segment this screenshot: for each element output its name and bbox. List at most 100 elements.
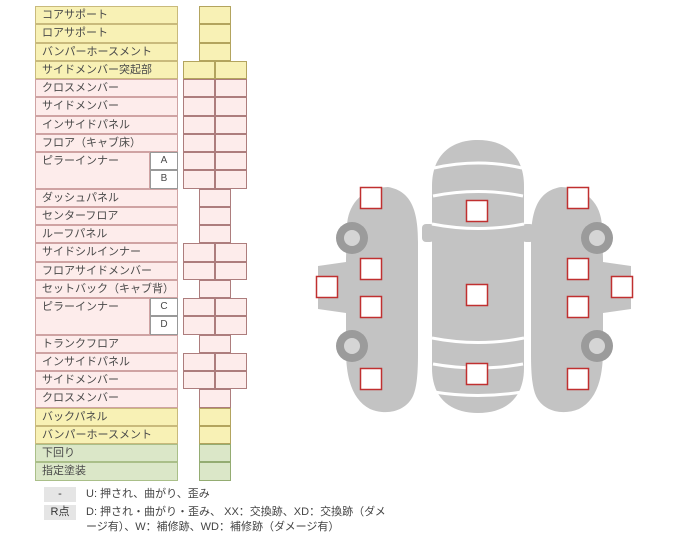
- check-cell-strip: [183, 389, 247, 408]
- part-label: コアサポート: [35, 6, 178, 25]
- check-cell[interactable]: [199, 462, 231, 481]
- legend-badge-rpoint: R点: [44, 505, 76, 520]
- legend: - U: 押され、曲がり、歪み R点 D: 押され・曲がり・歪み、 XX：交換跡…: [44, 487, 386, 535]
- sub-label: A: [150, 152, 178, 171]
- check-cell[interactable]: [199, 24, 231, 43]
- check-cell-strip: [183, 371, 247, 390]
- damage-marker[interactable]: [465, 199, 489, 223]
- damage-marker[interactable]: [359, 295, 383, 319]
- table-row: サイドメンバー突起部: [35, 60, 247, 79]
- check-cell[interactable]: [199, 42, 231, 61]
- check-cell[interactable]: [199, 279, 231, 298]
- table-row: ダッシュパネル: [35, 188, 247, 207]
- damage-marker[interactable]: [315, 275, 339, 299]
- damage-marker[interactable]: [359, 257, 383, 281]
- part-label: ルーフパネル: [35, 225, 178, 244]
- part-label: インサイドパネル: [35, 352, 178, 371]
- check-cell[interactable]: [215, 60, 247, 79]
- table-row: サイドメンバー: [35, 97, 247, 116]
- damage-marker[interactable]: [359, 186, 383, 210]
- table-row: インサイドパネル: [35, 352, 247, 371]
- check-cell[interactable]: [215, 133, 247, 152]
- sub-row: A: [150, 152, 247, 171]
- check-cell-strip: [183, 24, 247, 43]
- damage-marker[interactable]: [566, 295, 590, 319]
- check-cell-strip: [183, 6, 247, 25]
- check-cell[interactable]: [215, 152, 247, 171]
- check-cell-strip: [183, 206, 247, 225]
- damage-marker[interactable]: [566, 186, 590, 210]
- check-cell[interactable]: [183, 60, 215, 79]
- check-cell[interactable]: [183, 243, 215, 262]
- table-row: バンパーホースメント: [35, 42, 247, 61]
- part-label: ロアサポート: [35, 24, 178, 43]
- damage-marker[interactable]: [359, 367, 383, 391]
- check-cell[interactable]: [199, 425, 231, 444]
- check-cell[interactable]: [183, 316, 215, 335]
- part-label: バンパーホースメント: [35, 42, 178, 61]
- check-cell-strip: [183, 243, 247, 262]
- check-cell[interactable]: [183, 371, 215, 390]
- check-cell[interactable]: [215, 316, 247, 335]
- check-cell-strip: [183, 60, 247, 79]
- wheel-hub-icon: [344, 230, 360, 246]
- check-cell[interactable]: [183, 97, 215, 116]
- table-row: ロアサポート: [35, 24, 247, 43]
- check-cell[interactable]: [183, 133, 215, 152]
- sub-label: D: [150, 316, 178, 335]
- part-label: サイドメンバー突起部: [35, 60, 178, 79]
- part-label: インサイドパネル: [35, 115, 178, 134]
- check-cell[interactable]: [183, 79, 215, 98]
- part-label: サイドメンバー: [35, 371, 178, 390]
- check-cell[interactable]: [199, 6, 231, 25]
- check-cell[interactable]: [199, 407, 231, 426]
- check-cell[interactable]: [183, 170, 215, 189]
- damage-marker[interactable]: [566, 367, 590, 391]
- table-row: サイドメンバー: [35, 371, 247, 390]
- check-cell[interactable]: [215, 261, 247, 280]
- top-view-car: [422, 140, 534, 413]
- check-cell[interactable]: [215, 243, 247, 262]
- check-cell[interactable]: [183, 115, 215, 134]
- check-cell[interactable]: [183, 298, 215, 317]
- damage-markers: [315, 186, 634, 391]
- table-row: 指定塗装: [35, 462, 247, 481]
- check-cell[interactable]: [199, 225, 231, 244]
- check-cell[interactable]: [199, 334, 231, 353]
- check-cell[interactable]: [183, 261, 215, 280]
- check-cell[interactable]: [215, 371, 247, 390]
- damage-marker[interactable]: [566, 257, 590, 281]
- check-cell-strip: [183, 261, 247, 280]
- part-label: クロスメンバー: [35, 389, 178, 408]
- table-row: インサイドパネル: [35, 115, 247, 134]
- damage-marker[interactable]: [465, 362, 489, 386]
- legend-row: R点 D: 押され・曲がり・歪み、 XX：交換跡、XD：交換跡（ダメージ有）、W…: [44, 505, 386, 535]
- table-row: クロスメンバー: [35, 79, 247, 98]
- part-label: 指定塗装: [35, 462, 178, 481]
- check-cell[interactable]: [215, 79, 247, 98]
- part-label: サイドシルインナー: [35, 243, 178, 262]
- check-cell[interactable]: [215, 115, 247, 134]
- check-cell[interactable]: [215, 170, 247, 189]
- check-cell[interactable]: [183, 152, 215, 171]
- check-cell[interactable]: [199, 206, 231, 225]
- check-cell-strip: [183, 407, 247, 426]
- wheel-hub-icon: [589, 338, 605, 354]
- check-cell[interactable]: [215, 97, 247, 116]
- check-cell[interactable]: [199, 188, 231, 207]
- check-cell[interactable]: [215, 352, 247, 371]
- check-cell[interactable]: [199, 444, 231, 463]
- check-cell[interactable]: [199, 389, 231, 408]
- part-label: 下回り: [35, 444, 178, 463]
- sub-row: B: [150, 170, 247, 189]
- damage-marker[interactable]: [465, 283, 489, 307]
- legend-text-codes: D: 押され・曲がり・歪み、 XX：交換跡、XD：交換跡（ダメージ有）、W：補修…: [86, 506, 386, 533]
- check-cell[interactable]: [183, 352, 215, 371]
- damage-marker[interactable]: [610, 275, 634, 299]
- check-cell-strip: [183, 152, 247, 171]
- part-label: ピラーインナー: [35, 298, 150, 335]
- table-row: フロア（キャブ床）: [35, 133, 247, 152]
- check-cell[interactable]: [215, 298, 247, 317]
